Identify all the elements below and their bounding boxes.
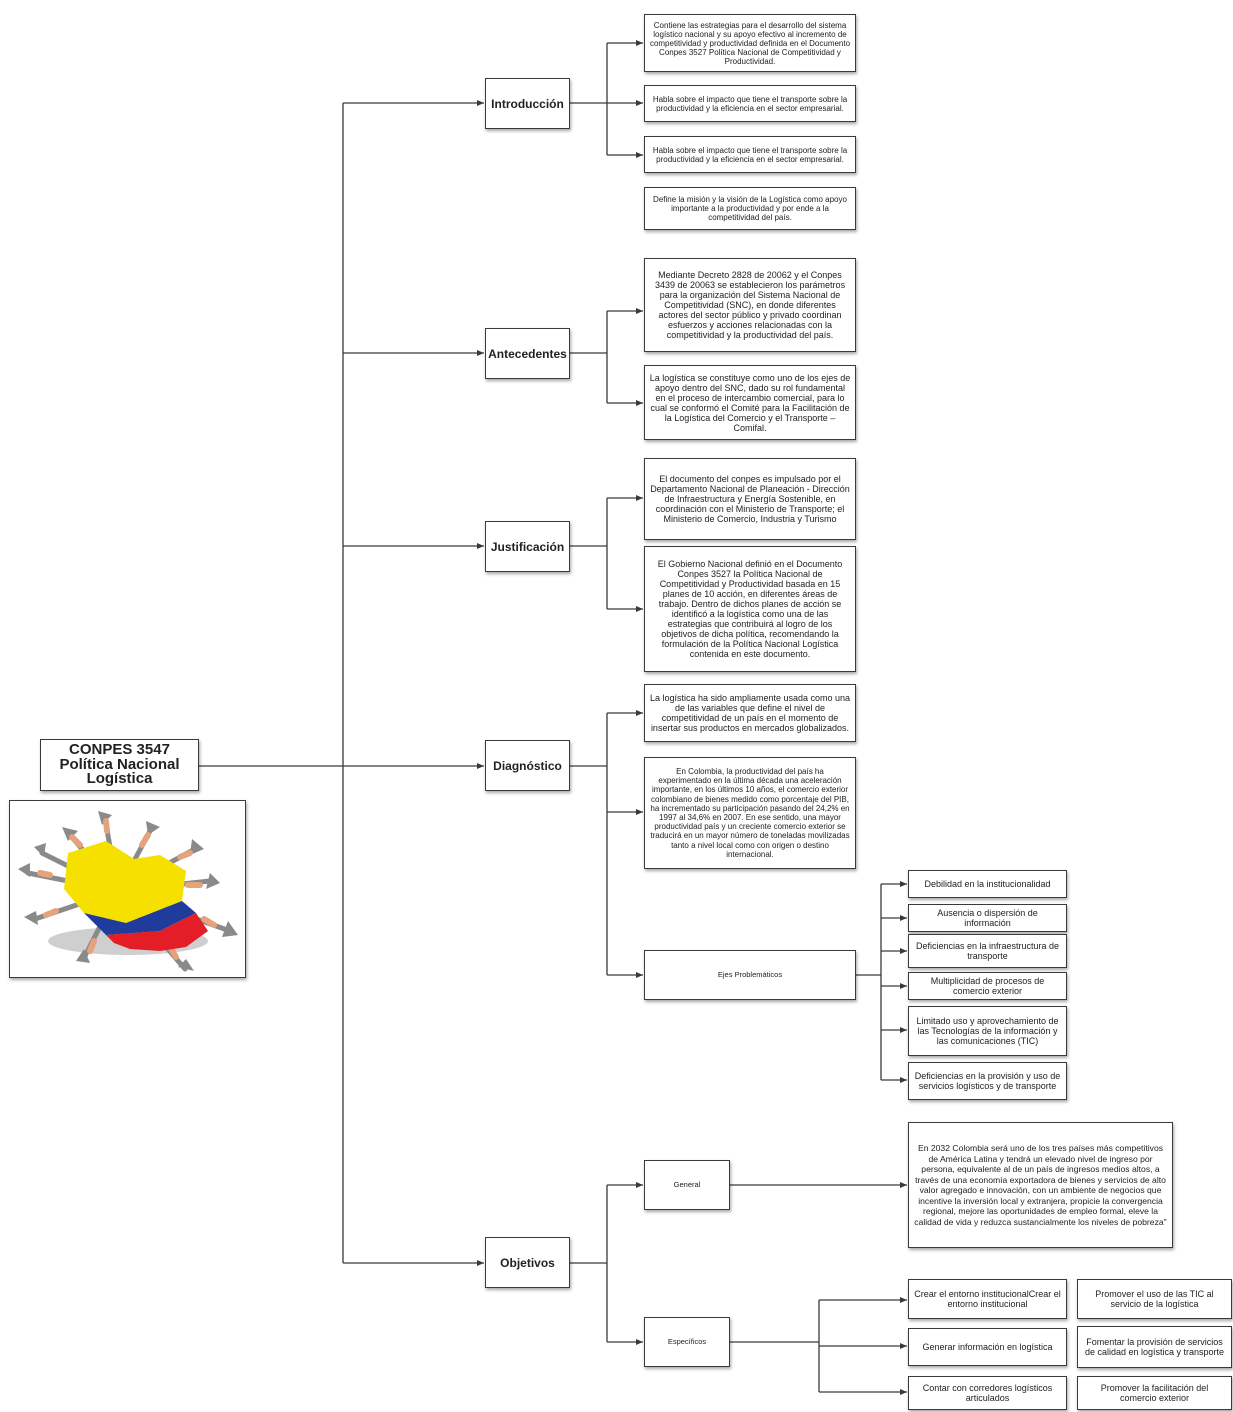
especifico-2: Promover el uso de las TIC al servicio d…: [1077, 1279, 1232, 1319]
leaf-diagnostico-1: La logística ha sido ampliamente usada c…: [644, 684, 856, 742]
eje-2: Ausencia o dispersión de información: [908, 904, 1067, 932]
leaf-introduccion-4: Define la misión y la visión de la Logís…: [644, 187, 856, 230]
root-title-line-1: CONPES 3547: [69, 741, 170, 758]
objetivos-especificos-node: Específicos: [644, 1317, 730, 1367]
objetivo-general-node: General: [644, 1160, 730, 1210]
especifico-6: Promover la facilitación del comercio ex…: [1077, 1376, 1232, 1410]
branch-justificacion: Justificación: [485, 521, 570, 572]
ejes-problematicos-node: Ejes Problemáticos: [644, 950, 856, 1000]
eje-3: Deficiencias en la infraestructura de tr…: [908, 934, 1067, 968]
eje-1: Debilidad en la institucionalidad: [908, 870, 1067, 898]
objetivo-general-text: En 2032 Colombia será uno de los tres pa…: [908, 1122, 1173, 1248]
leaf-diagnostico-2: En Colombia, la productividad del país h…: [644, 757, 856, 869]
colombia-illustration: [9, 800, 246, 978]
leaf-justificacion-1: El documento del conpes es impulsado por…: [644, 458, 856, 540]
leaf-introduccion-2: Habla sobre el impacto que tiene el tran…: [644, 85, 856, 122]
eje-5: Limitado uso y aprovechamiento de las Te…: [908, 1006, 1067, 1056]
especifico-4: Fomentar la provisión de servicios de ca…: [1077, 1326, 1232, 1368]
root-title-line-2: Política Nacional: [59, 755, 180, 773]
branch-diagnostico: Diagnóstico: [485, 740, 570, 791]
branch-antecedentes: Antecedentes: [485, 328, 570, 379]
root-title-line-3: Logística: [86, 770, 153, 787]
especifico-1: Crear el entorno institucionalCrear el e…: [908, 1279, 1067, 1319]
especifico-5: Contar con corredores logísticos articul…: [908, 1376, 1067, 1410]
especifico-3: Generar información en logística: [908, 1328, 1067, 1366]
leaf-introduccion-3: Habla sobre el impacto que tiene el tran…: [644, 136, 856, 173]
root-node: CONPES 3547 Política Nacional Logística: [40, 739, 199, 791]
eje-6: Deficiencias en la provisión y uso de se…: [908, 1062, 1067, 1100]
eje-4: Multiplicidad de procesos de comercio ex…: [908, 972, 1067, 1000]
leaf-antecedentes-2: La logística se constituye como uno de l…: [644, 365, 856, 440]
colombia-map-arrows-icon: [18, 811, 238, 972]
branch-objetivos: Objetivos: [485, 1237, 570, 1288]
leaf-antecedentes-1: Mediante Decreto 2828 de 20062 y el Conp…: [644, 258, 856, 352]
branch-introduccion: Introducción: [485, 78, 570, 129]
leaf-justificacion-2: El Gobierno Nacional definió en el Docum…: [644, 546, 856, 672]
leaf-introduccion-1: Contiene las estrategias para el desarro…: [644, 14, 856, 72]
